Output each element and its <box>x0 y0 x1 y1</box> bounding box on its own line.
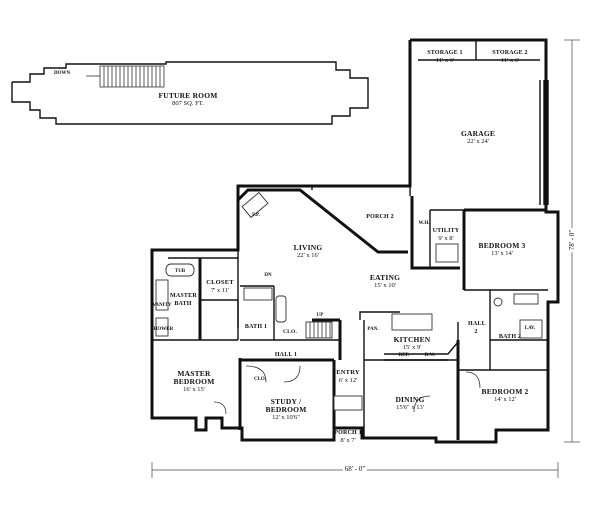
room-storage-2: STORAGE 2 11' x 6' <box>492 48 528 65</box>
room-bedroom-3: BEDROOM 3 13' x 14' <box>478 242 525 258</box>
room-study: STUDY / BEDROOM 12' x 10'6" <box>258 398 314 422</box>
shower-master <box>155 317 169 337</box>
kitchen-name: KITCHEN <box>393 335 431 344</box>
bedroom-2-name: BEDROOM 2 <box>481 387 529 396</box>
storage-2-name: STORAGE 2 <box>492 50 528 56</box>
garage-name: GARAGE <box>460 129 496 138</box>
master-bedroom-name: MASTER BEDROOM <box>173 369 215 386</box>
porch-1-name: PORCH 1 <box>334 430 362 436</box>
storage-1-dim: 11' x 6' <box>435 57 455 64</box>
ref-label: REF. <box>398 353 410 358</box>
clo-1-name: CLO. <box>282 329 298 335</box>
toilet-bath2 <box>493 297 503 307</box>
future-room-area: 807 SQ. FT. <box>172 100 204 107</box>
interior-walls <box>152 186 548 440</box>
room-living: LIVING 22' x 16' <box>294 244 323 260</box>
bedroom-2-dim: 14' x 12' <box>494 396 516 403</box>
pan-label: PAN. <box>367 327 379 332</box>
utility-name: UTILITY <box>432 228 460 234</box>
garage-dim: 22' x 24' <box>467 138 489 145</box>
tub-bath1 <box>275 295 287 323</box>
entry-name: ENTRY <box>336 369 360 376</box>
room-eating: EATING 15' x 10' <box>370 274 400 290</box>
hall-1-name: HALL 1 <box>274 352 298 358</box>
storage-2-dim: 11' x 6' <box>500 57 520 64</box>
dw-label: D.W. <box>424 353 436 358</box>
vanity-bath1 <box>243 287 273 301</box>
dining-dim: 15'6" x 13' <box>396 404 424 411</box>
tub-label: TUB <box>174 269 186 274</box>
down-label: DOWN <box>53 71 71 76</box>
fireplace-label: F.P. <box>252 213 260 218</box>
bath-1-name: BATH 1 <box>244 324 268 330</box>
living-name: LIVING <box>293 243 323 252</box>
up-label: UP <box>316 313 324 318</box>
shower-label: SHOWER <box>150 327 174 332</box>
room-storage-1: STORAGE 1 11' x 6' <box>427 48 463 65</box>
room-hall-1: HALL 1 <box>275 350 297 359</box>
vanity-master <box>155 279 169 311</box>
room-porch-2: PORCH 2 <box>366 212 394 221</box>
exterior-walls <box>150 38 560 444</box>
tub <box>165 263 195 277</box>
utility-dim: 9' x 8' <box>438 235 454 242</box>
tub-bath2 <box>513 293 539 305</box>
bedroom-3-name: BEDROOM 3 <box>478 241 526 250</box>
dining-name: DINING <box>395 395 425 404</box>
closet-dim: 7' x 11' <box>210 287 230 294</box>
entry-dim: 6' x 12' <box>338 377 358 384</box>
room-entry: ENTRY 6' x 12' <box>336 368 360 385</box>
dn-label: DN <box>264 273 272 278</box>
bath-2-name: BATH 2 <box>498 334 522 340</box>
room-dining: DINING 15'6" x 13' <box>395 396 424 412</box>
clo-label: CLO. <box>253 377 267 382</box>
room-clo-1: CLO. <box>283 327 297 336</box>
room-garage: GARAGE 22' x 24' <box>461 130 495 146</box>
future-room-name: FUTURE ROOM <box>158 91 218 100</box>
porch-2-name: PORCH 2 <box>366 214 394 220</box>
room-master-bedroom: MASTER BEDROOM 16' x 15' <box>166 370 222 394</box>
closet-name: CLOSET <box>206 279 234 286</box>
overall-depth-dimension: 78' - 0" <box>568 227 576 253</box>
room-master-bath: MASTER BATH <box>170 292 197 308</box>
storage-1-name: STORAGE 1 <box>427 50 463 56</box>
stair-main <box>305 321 333 339</box>
master-bath-name: MASTER BATH <box>170 293 197 307</box>
eating-dim: 15' x 10' <box>374 282 396 289</box>
hall-2-name: HALL 2 <box>468 321 486 335</box>
washer-dryer <box>435 243 459 263</box>
kitchen-dim: 15' x 9' <box>402 344 422 351</box>
vanity-bath2 <box>519 319 543 339</box>
bedroom-3-dim: 13' x 14' <box>491 250 513 257</box>
living-dim: 22' x 16' <box>297 252 319 259</box>
eating-name: EATING <box>369 273 401 282</box>
fireplace <box>241 191 269 219</box>
future-room-outline <box>11 61 369 125</box>
room-utility: UTILITY 9' x 8' <box>433 226 460 243</box>
future-room-label: FUTURE ROOM 807 SQ. FT. <box>158 92 217 108</box>
study-dim: 12' x 10'6" <box>272 414 300 421</box>
master-bedroom-dim: 16' x 15' <box>183 386 205 393</box>
room-kitchen: KITCHEN 15' x 9' <box>394 336 431 352</box>
room-porch-1: PORCH 1 8' x 7' <box>334 428 362 445</box>
study-name: STUDY / BEDROOM <box>265 397 307 414</box>
porch-steps <box>333 395 363 411</box>
porch-1-dim: 8' x 7' <box>340 437 356 444</box>
room-closet: CLOSET 7' x 11' <box>206 278 234 295</box>
overall-width-dimension: 68' - 0" <box>342 465 368 473</box>
lav-label: LAV. <box>524 326 536 331</box>
room-hall-2: HALL 2 <box>468 320 486 336</box>
vanity-label: VANITY <box>152 303 172 308</box>
room-bath-2: BATH 2 <box>499 332 521 341</box>
room-bath-1: BATH 1 <box>245 322 267 331</box>
wh-label: W.H. <box>418 221 430 226</box>
fixtures <box>155 191 543 415</box>
room-bedroom-2: BEDROOM 2 14' x 12' <box>481 388 528 404</box>
